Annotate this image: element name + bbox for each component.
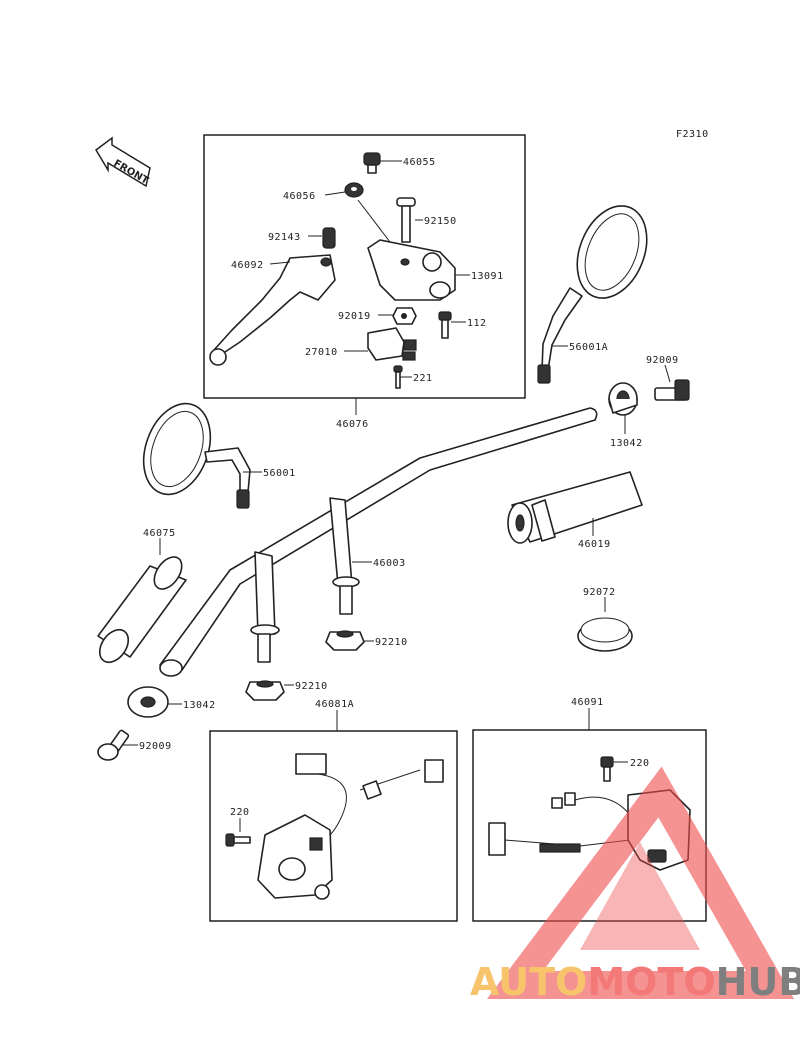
label-46076: 46076	[336, 419, 369, 430]
label-46091: 46091	[571, 697, 604, 708]
label-92009-left: 92009	[139, 741, 172, 752]
label-46075: 46075	[143, 528, 176, 539]
label-46092: 46092	[231, 260, 264, 271]
screw-220-right	[600, 756, 614, 782]
mirror-56001A	[537, 205, 648, 384]
screw-221	[393, 365, 403, 389]
label-13091: 13091	[471, 271, 504, 282]
label-56001: 56001	[263, 468, 296, 479]
bolt-92009-right	[654, 379, 690, 401]
label-112: 112	[467, 318, 487, 329]
switch-27010	[367, 327, 417, 361]
left-switch-46081A	[257, 753, 444, 900]
label-92009-right: 92009	[646, 355, 679, 366]
automotohub-watermark: AUTOMOTOHUB	[470, 766, 800, 1004]
label-27010: 27010	[305, 347, 338, 358]
label-13042-left: 13042	[183, 700, 216, 711]
throttle-grip-46019	[507, 471, 643, 544]
label-46056: 46056	[283, 191, 316, 202]
grip-46075	[97, 556, 187, 664]
screw-220-left	[225, 833, 251, 847]
label-56001A: 56001A	[569, 342, 608, 353]
bolt-46055	[363, 152, 381, 174]
label-221: 221	[413, 373, 433, 384]
pin-92150	[396, 197, 416, 243]
clamp-92072	[577, 617, 633, 652]
front-arrow-icon: FRONT	[95, 136, 151, 188]
nut-92210-a	[325, 630, 365, 651]
bracket-13091	[367, 239, 456, 301]
label-46081A: 46081A	[315, 699, 354, 710]
lever-46092	[209, 254, 336, 366]
watermark-moto: MOTO	[587, 960, 715, 1004]
label-92150: 92150	[424, 216, 457, 227]
label-92143: 92143	[268, 232, 301, 243]
label-220-right: 220	[630, 758, 650, 769]
label-92019: 92019	[338, 311, 371, 322]
weight-13042-right	[608, 382, 638, 416]
figure-code: F2310	[676, 129, 709, 140]
label-46003: 46003	[373, 558, 406, 569]
nut-92019	[392, 307, 417, 325]
bolt-92009-left	[97, 729, 130, 761]
screw-112	[438, 311, 452, 339]
label-92210-a: 92210	[375, 637, 408, 648]
left-switch-frame	[209, 730, 458, 922]
label-220-left: 220	[230, 807, 250, 818]
collar-92143	[322, 227, 336, 249]
label-46055: 46055	[403, 157, 436, 168]
watermark-text: AUTOMOTOHUB	[470, 960, 800, 1004]
nut-92210-b	[245, 680, 285, 701]
label-92072: 92072	[583, 587, 616, 598]
lever-assembly-frame	[203, 134, 526, 399]
weight-13042-left	[127, 686, 169, 718]
nut-46056	[344, 182, 364, 198]
watermark-hub: HUB	[716, 960, 800, 1004]
mirror-56001	[142, 402, 251, 509]
label-46019: 46019	[578, 539, 611, 550]
label-13042-right: 13042	[610, 438, 643, 449]
label-92210-b: 92210	[295, 681, 328, 692]
handlebar-46003	[159, 407, 598, 677]
triangle-logo-icon	[486, 766, 795, 999]
watermark-auto: AUTO	[470, 960, 587, 1004]
